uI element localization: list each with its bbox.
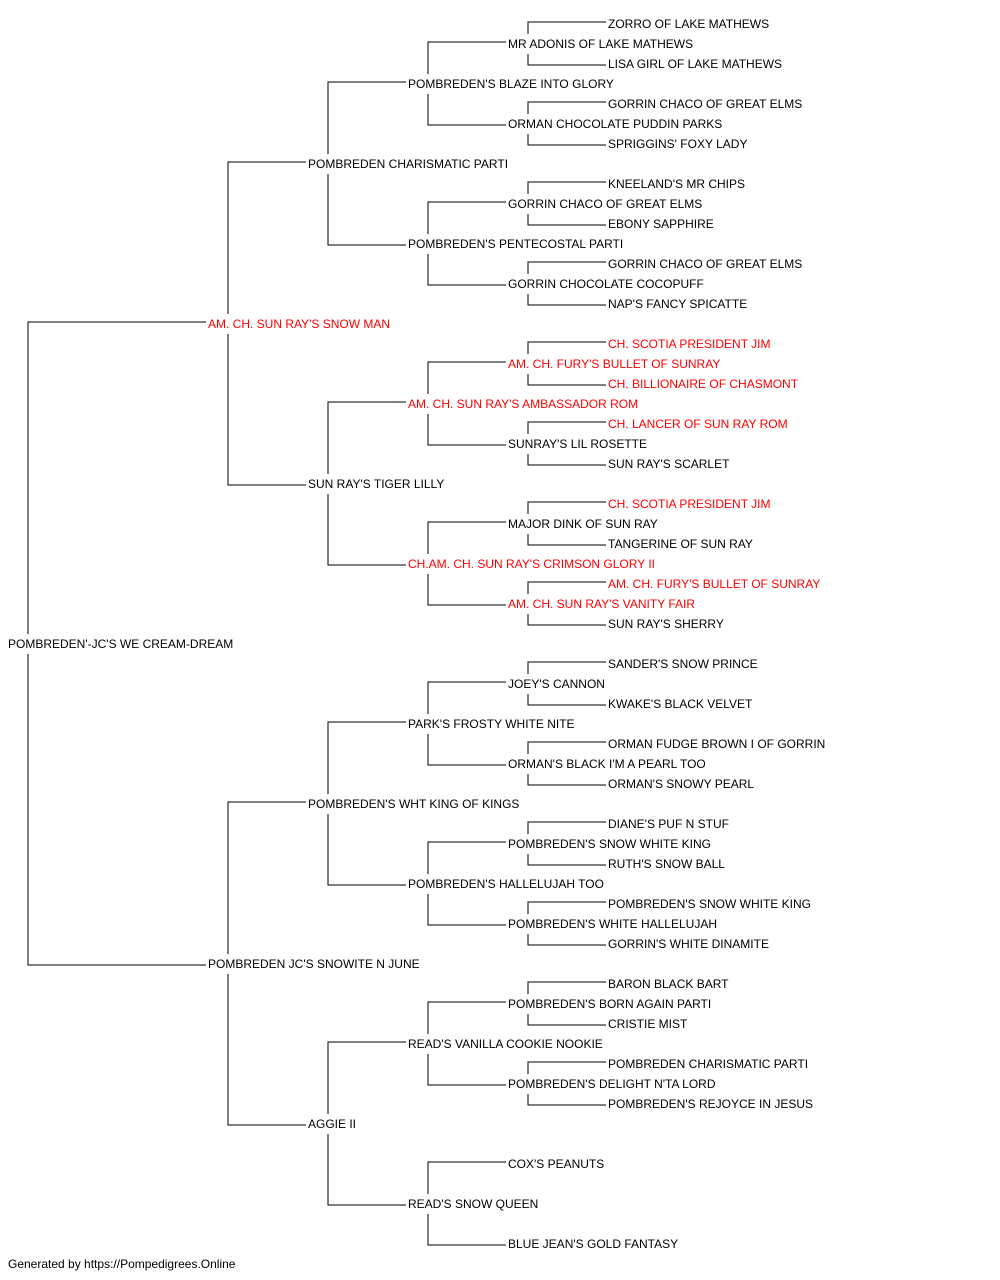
dog-ssdds-gorrin-chaco-of-great-elms: GORRIN CHACO OF GREAT ELMS [608,257,802,271]
dog-dsdsd-ruth-s-snow-ball: RUTH'S SNOW BALL [608,857,725,871]
connector-root [27,321,206,966]
dog-ddsdd-pombreden-s-rejoyce-in-jesus: POMBREDEN'S REJOYCE IN JESUS [608,1097,813,1111]
dog-dsss-joey-s-cannon: JOEY'S CANNON [508,677,605,691]
dog-d-pombreden-jc-s-snowite-n-june: POMBREDEN JC'S SNOWITE N JUNE [208,957,420,971]
dog-ssss-mr-adonis-of-lake-mathews: MR ADONIS OF LAKE MATHEWS [508,37,693,51]
dog-dsdds-pombreden-s-snow-white-king: POMBREDEN'S SNOW WHITE KING [608,897,811,911]
connector-DD [327,1041,406,1206]
connector-SDS [427,361,506,446]
dog-ddsds-pombreden-charismatic-parti: POMBREDEN CHARISMATIC PARTI [608,1057,808,1071]
dog-ddd-read-s-snow-queen: READ'S SNOW QUEEN [408,1197,538,1211]
dog-ssssd-lisa-girl-of-lake-mathews: LISA GIRL OF LAKE MATHEWS [608,57,782,71]
dog-ddsss-baron-black-bart: BARON BLACK BART [608,977,729,991]
dog-sdsds-ch-lancer-of-sun-ray-rom: CH. LANCER OF SUN RAY ROM [608,417,788,431]
dog-sddds-am-ch-fury-s-bullet-of-sunray: AM. CH. FURY'S BULLET OF SUNRAY [608,577,820,591]
dog-ds-pombreden-s-wht-king-of-kings: POMBREDEN'S WHT KING OF KINGS [308,797,519,811]
generated-by-footer: Generated by https://Pompedigrees.Online [8,1257,236,1271]
dog-sdd-ch-am-ch-sun-ray-s-crimson-glory-ii: CH.AM. CH. SUN RAY'S CRIMSON GLORY II [408,557,655,571]
dog-subject-pombreden-jc-s-we-cream-dream: POMBREDEN'-JC'S WE CREAM-DREAM [8,637,233,651]
connector-DS [327,721,406,886]
dog-sddd-am-ch-sun-ray-s-vanity-fair: AM. CH. SUN RAY'S VANITY FAIR [508,597,695,611]
connector-SSS [427,41,506,126]
dog-dsds-pombreden-s-snow-white-king: POMBREDEN'S SNOW WHITE KING [508,837,711,851]
dog-ssdss-kneeland-s-mr-chips: KNEELAND'S MR CHIPS [608,177,745,191]
dog-ss-pombreden-charismatic-parti: POMBREDEN CHARISMATIC PARTI [308,157,508,171]
dog-ssddd-nap-s-fancy-spicatte: NAP'S FANCY SPICATTE [608,297,747,311]
dog-ssd-pombreden-s-pentecostal-parti: POMBREDEN'S PENTECOSTAL PARTI [408,237,623,251]
connector-SSSD [527,101,606,146]
connector-S [227,161,306,486]
dog-dsssd-kwake-s-black-velvet: KWAKE'S BLACK VELVET [608,697,753,711]
dog-dsdd-pombreden-s-white-hallelujah: POMBREDEN'S WHITE HALLELUJAH [508,917,717,931]
dog-ddds-cox-s-peanuts: COX'S PEANUTS [508,1157,604,1171]
connector-SSDS [527,181,606,226]
dog-sds-am-ch-sun-ray-s-ambassador-rom: AM. CH. SUN RAY'S AMBASSADOR ROM [408,397,638,411]
dog-dssdd-orman-s-snowy-pearl: ORMAN'S SNOWY PEARL [608,777,754,791]
dog-sdddd-sun-ray-s-sherry: SUN RAY'S SHERRY [608,617,724,631]
connector-SDSD [527,421,606,466]
connector-DDS [427,1001,506,1086]
connector-DDD [427,1161,506,1246]
connector-SSD [427,201,506,286]
dog-ddssd-cristie-mist: CRISTIE MIST [608,1017,688,1031]
dog-dssds-orman-fudge-brown-i-of-gorrin: ORMAN FUDGE BROWN I OF GORRIN [608,737,825,751]
dog-sdsss-ch-scotia-president-jim: CH. SCOTIA PRESIDENT JIM [608,337,770,351]
dog-ssdsd-ebony-sapphire: EBONY SAPPHIRE [608,217,714,231]
dog-sddsd-tangerine-of-sun-ray: TANGERINE OF SUN RAY [608,537,753,551]
connector-SS [327,81,406,246]
dog-sd-sun-ray-s-tiger-lilly: SUN RAY'S TIGER LILLY [308,477,444,491]
dog-sdss-am-ch-fury-s-bullet-of-sunray: AM. CH. FURY'S BULLET OF SUNRAY [508,357,720,371]
connector-SDDD [527,581,606,626]
dog-dd-aggie-ii: AGGIE II [308,1117,356,1131]
connector-SDSS [527,341,606,386]
dog-dssss-sander-s-snow-prince: SANDER'S SNOW PRINCE [608,657,758,671]
dog-sddss-ch-scotia-president-jim: CH. SCOTIA PRESIDENT JIM [608,497,770,511]
dog-dddd-blue-jean-s-gold-fantasy: BLUE JEAN'S GOLD FANTASY [508,1237,678,1250]
connector-D [227,801,306,1126]
dog-dsdss-diane-s-puf-n-stuf: DIANE'S PUF N STUF [608,817,729,831]
dog-sssds-gorrin-chaco-of-great-elms: GORRIN CHACO OF GREAT ELMS [608,97,802,111]
dog-dsd-pombreden-s-hallelujah-too: POMBREDEN'S HALLELUJAH TOO [408,877,604,891]
connector-SDDS [527,501,606,546]
dog-sss-pombreden-s-blaze-into-glory: POMBREDEN'S BLAZE INTO GLORY [408,77,614,91]
connector-DSSS [527,661,606,706]
dog-sssd-orman-chocolate-puddin-parks: ORMAN CHOCOLATE PUDDIN PARKS [508,117,722,131]
dog-sssss-zorro-of-lake-mathews: ZORRO OF LAKE MATHEWS [608,17,769,31]
dog-sdsd-sunray-s-lil-rosette: SUNRAY'S LIL ROSETTE [508,437,647,451]
dog-sdds-major-dink-of-sun-ray: MAJOR DINK OF SUN RAY [508,517,658,531]
connector-DSD [427,841,506,926]
dog-ssds-gorrin-chaco-of-great-elms: GORRIN CHACO OF GREAT ELMS [508,197,702,211]
dog-ddsd-pombreden-s-delight-n-ta-lord: POMBREDEN'S DELIGHT N'TA LORD [508,1077,716,1091]
connector-DSDD [527,901,606,946]
dog-sdssd-ch-billionaire-of-chasmont: CH. BILLIONAIRE OF CHASMONT [608,377,799,391]
connector-SSSS [527,21,606,66]
connector-DDSD [527,1061,606,1106]
dog-dss-park-s-frosty-white-nite: PARK'S FROSTY WHITE NITE [408,717,575,731]
dog-dsddd-gorrin-s-white-dinamite: GORRIN'S WHITE DINAMITE [608,937,769,951]
dog-ssdd-gorrin-chocolate-cocopuff: GORRIN CHOCOLATE COCOPUFF [508,277,704,291]
connector-DDSS [527,981,606,1026]
dog-ddss-pombreden-s-born-again-parti: POMBREDEN'S BORN AGAIN PARTI [508,997,711,1011]
dog-sssdd-spriggins-foxy-lady: SPRIGGINS' FOXY LADY [608,137,747,151]
dog-dds-read-s-vanilla-cookie-nookie: READ'S VANILLA COOKIE NOOKIE [408,1037,603,1051]
connector-SSDD [527,261,606,306]
pedigree-tree: ZORRO OF LAKE MATHEWS LISA GIRL OF LAKE M… [8,17,825,1250]
dog-dssd-orman-s-black-i-m-a-pearl-too: ORMAN'S BLACK I'M A PEARL TOO [508,757,706,771]
connector-DSSD [527,741,606,786]
connector-DSS [427,681,506,766]
connector-SDD [427,521,506,606]
dog-sdsdd-sun-ray-s-scarlet: SUN RAY'S SCARLET [608,457,730,471]
connector-SD [327,401,406,566]
dog-s-am-ch-sun-ray-s-snow-man: AM. CH. SUN RAY'S SNOW MAN [208,317,390,331]
connector-DSDS [527,821,606,866]
